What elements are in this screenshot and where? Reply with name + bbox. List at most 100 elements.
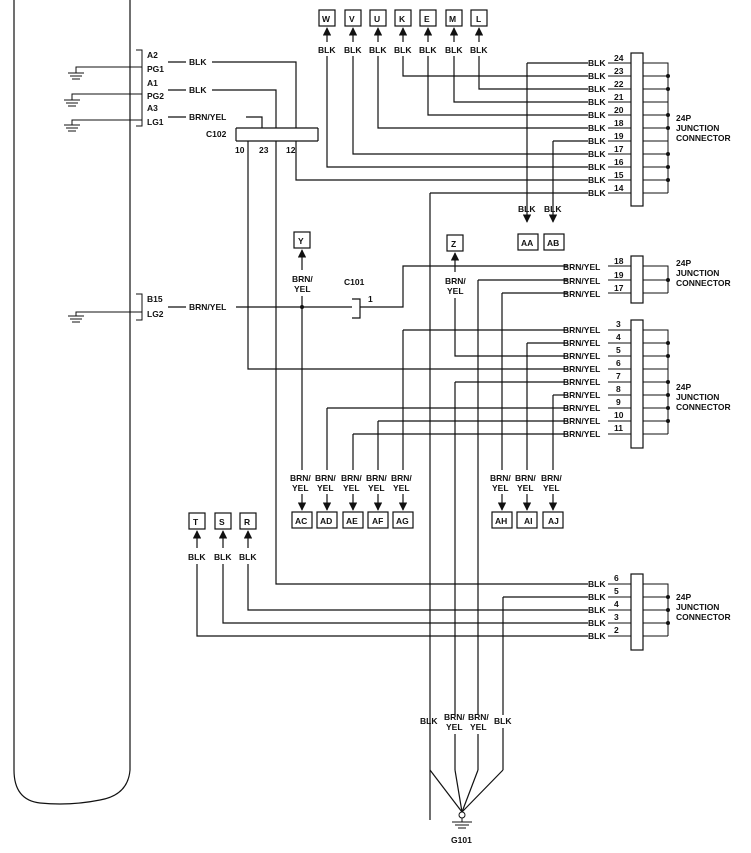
junction-label: JUNCTION — [676, 268, 719, 278]
wire-color-label: BLK — [188, 552, 206, 562]
wire-color-label: BRN/YEL — [563, 338, 600, 348]
wire-color-label: YEL — [368, 483, 385, 493]
junction-4-wires — [196, 141, 588, 715]
connector-c102 — [235, 127, 319, 142]
junction-pin-number: 9 — [616, 397, 621, 407]
junction-pin-number: 19 — [614, 131, 624, 141]
wire-color-label: YEL — [470, 722, 487, 732]
junction-label: JUNCTION — [676, 123, 719, 133]
junction-label: CONNECTOR — [676, 133, 731, 143]
wire-color-label: BRN/YEL — [563, 262, 600, 272]
wire-color-label: BRN/YEL — [563, 377, 600, 387]
wire-color-label: BLK — [494, 716, 512, 726]
wire-color-label: BLK — [239, 552, 257, 562]
wire-color-label: BRN/YEL — [563, 325, 600, 335]
junction-pin-number: 20 — [614, 105, 624, 115]
junction-label: 24P — [676, 258, 691, 268]
connector-pin-label: 1 — [368, 294, 373, 304]
wire-color-label: BLK — [344, 45, 362, 55]
wire-color-label: BRN/ — [391, 473, 412, 483]
terminal-label: AE — [346, 516, 358, 526]
wire-color-label: BLK — [588, 618, 606, 628]
junction-pin-number: 11 — [614, 423, 623, 433]
wire-color-label: BRN/ — [515, 473, 536, 483]
connector-label: C102 — [206, 129, 227, 139]
wire-color-label: BLK — [588, 123, 606, 133]
junction-pin-number: 19 — [614, 270, 624, 280]
wire-color-label: YEL — [343, 483, 360, 493]
wire-color-label: BLK — [588, 110, 606, 120]
ecm-outline — [13, 0, 131, 805]
mid-terminal-arrows — [297, 494, 408, 511]
terminal-label: M — [449, 14, 456, 24]
wire-color-label: BLK — [588, 136, 606, 146]
ecu-pin-label: LG1 — [147, 117, 164, 127]
terminal-label: AH — [495, 516, 507, 526]
ecu-pin-label: PG1 — [147, 64, 164, 74]
wire-color-label: BLK — [588, 631, 606, 641]
wire-color-label: YEL — [517, 483, 534, 493]
ecu-pin-label: A1 — [147, 78, 158, 88]
wire-color-label: BLK — [588, 175, 606, 185]
wire-color-label: YEL — [446, 722, 463, 732]
junction-connector-4 — [630, 573, 670, 651]
ecu-pin-label: LG2 — [147, 309, 164, 319]
junction-pin-number: 16 — [614, 157, 624, 167]
terminal-label: Y — [298, 236, 304, 246]
junction-pin-number: 5 — [616, 345, 621, 355]
tsr-terminal-arrows — [192, 530, 253, 548]
terminal-label: AD — [320, 516, 332, 526]
wire-color-label: BRN/ — [445, 276, 466, 286]
wire-color-label: BLK — [470, 45, 488, 55]
junction-1-pin-leads — [608, 62, 631, 194]
wire-color-label: BLK — [588, 58, 606, 68]
junction-connector-1 — [630, 52, 670, 207]
connector-pin-label: 12 — [286, 145, 296, 155]
ecu-pin-label: A2 — [147, 50, 158, 60]
wire-color-label: BRN/ — [541, 473, 562, 483]
terminal-label: AI — [524, 516, 533, 526]
junction-label: JUNCTION — [676, 602, 719, 612]
terminal-label: U — [374, 14, 380, 24]
junction-label: 24P — [676, 382, 691, 392]
junction-pin-number: 14 — [614, 183, 624, 193]
junction-pin-number: 4 — [614, 599, 619, 609]
wire-color-label: BRN/ — [341, 473, 362, 483]
junction-2-wires — [477, 279, 568, 715]
junction-label: CONNECTOR — [676, 278, 731, 288]
junction-pin-number: 6 — [614, 573, 619, 583]
wire-color-label: BLK — [588, 71, 606, 81]
junction-pin-number: 10 — [614, 410, 624, 420]
wire-color-label: YEL — [447, 286, 464, 296]
terminal-label: V — [349, 14, 355, 24]
ecu-pin-label: PG2 — [147, 91, 164, 101]
junction-pin-number: 22 — [614, 79, 624, 89]
wire-color-label: BLK — [189, 85, 207, 95]
terminal-label: T — [193, 517, 199, 527]
wire-color-label: YEL — [317, 483, 334, 493]
junction-pin-number: 18 — [614, 118, 624, 128]
terminal-label: E — [424, 14, 430, 24]
terminal-label: AA — [521, 238, 533, 248]
wire-color-label: BLK — [419, 45, 437, 55]
wire-color-label: BLK — [588, 162, 606, 172]
ground-bundle — [429, 728, 504, 829]
junction-pin-number: 5 — [614, 586, 619, 596]
junction-pin-number: 23 — [614, 66, 624, 76]
junction-label: CONNECTOR — [676, 402, 731, 412]
terminal-boxes-aa-ab — [517, 233, 565, 251]
hij-terminal-arrows — [497, 494, 558, 511]
junction-pin-number: 15 — [614, 170, 624, 180]
wire-color-label: BLK — [588, 149, 606, 159]
junction-label: JUNCTION — [676, 392, 719, 402]
connector-pin-label: 23 — [259, 145, 269, 155]
ground-symbol — [64, 66, 142, 323]
wire-color-label: BLK — [369, 45, 387, 55]
wire-color-label: BRN/YEL — [563, 390, 600, 400]
wire-color-label: BLK — [588, 579, 606, 589]
junction-pin-number: 18 — [614, 256, 624, 266]
terminal-label: L — [476, 14, 481, 24]
wire-color-label: YEL — [292, 483, 309, 493]
wire-color-label: BRN/YEL — [563, 364, 600, 374]
wire-color-label: BLK — [518, 204, 536, 214]
